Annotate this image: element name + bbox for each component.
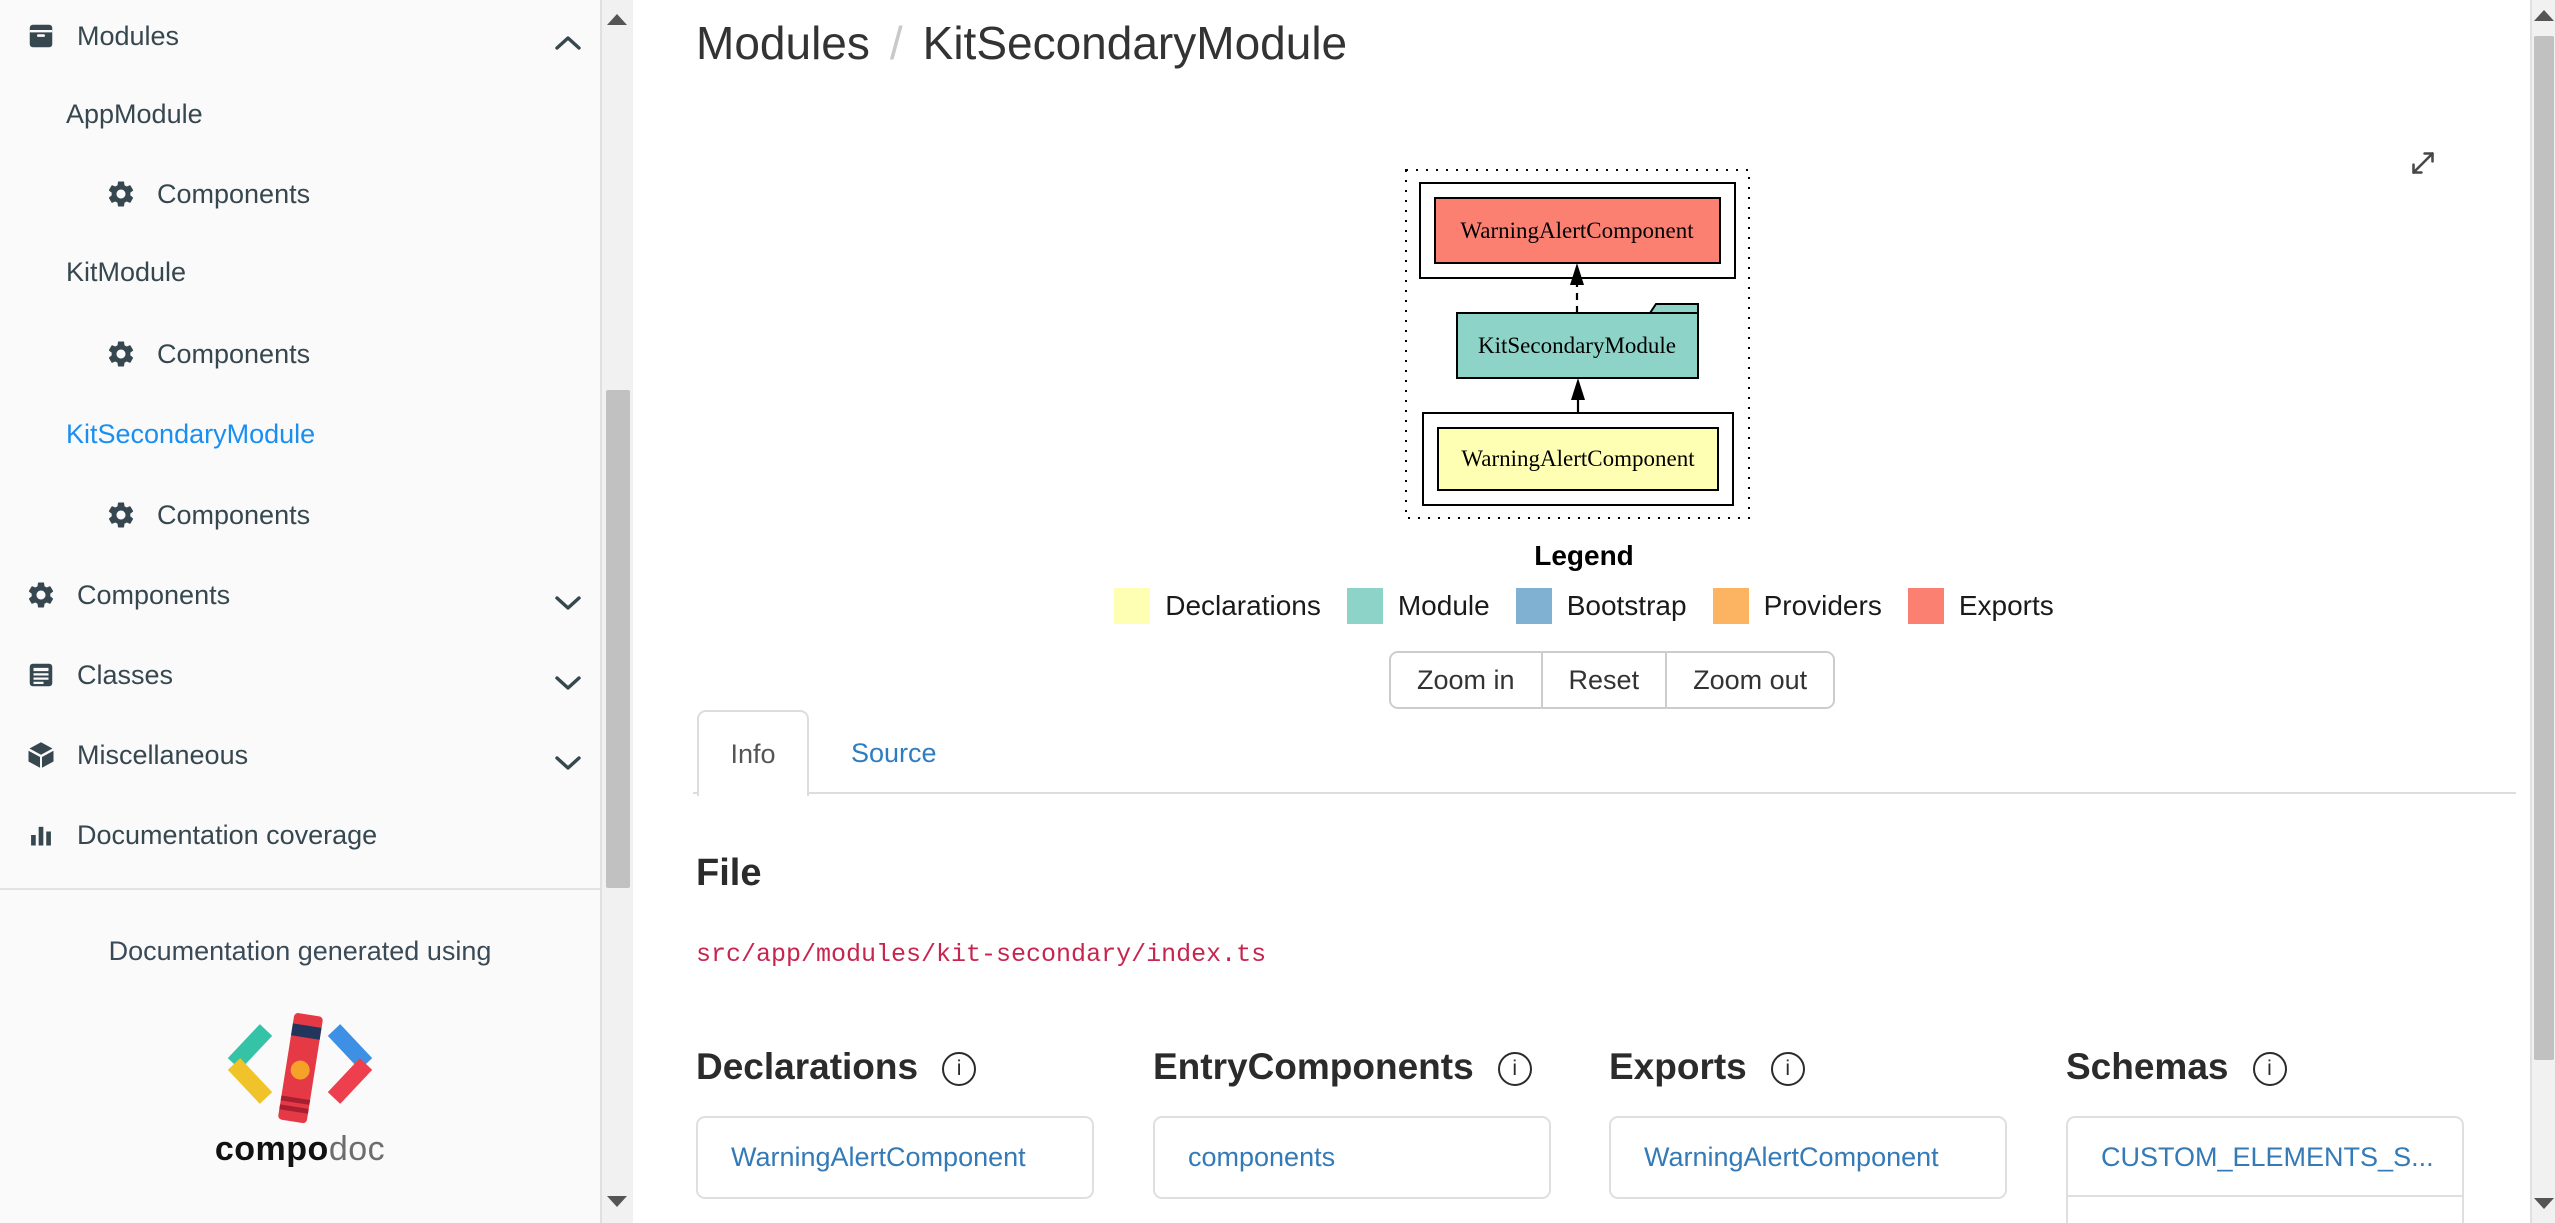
- gear-icon: [105, 179, 137, 209]
- module-swatch: [1346, 588, 1383, 624]
- module-node-tab: [1648, 303, 1699, 314]
- cube-icon: [25, 740, 57, 770]
- gear-icon: [105, 500, 137, 530]
- declarations-link[interactable]: WarningAlertComponent: [731, 1142, 1026, 1172]
- legend-item-module: Module: [1346, 588, 1490, 624]
- tab-info[interactable]: Info: [697, 710, 809, 796]
- breadcrumb: Modules / KitSecondaryModule: [696, 16, 1347, 70]
- info-icon[interactable]: i: [1497, 1051, 1532, 1086]
- reset-button[interactable]: Reset: [1542, 653, 1668, 707]
- sidebar-scrollbar-thumb[interactable]: [606, 390, 630, 888]
- legend-item-bootstrap: Bootstrap: [1515, 588, 1687, 624]
- chevron-up-icon[interactable]: [553, 28, 583, 59]
- sidebar-item-label: Components: [157, 499, 311, 530]
- info-icon[interactable]: i: [942, 1051, 977, 1086]
- exports-box: WarningAlertComponent: [1609, 1116, 2007, 1199]
- exports-link[interactable]: WarningAlertComponent: [1644, 1142, 1939, 1172]
- sidebar: Modules AppModule Components KitModule: [0, 0, 661, 1223]
- entrycomponents-box: components: [1153, 1116, 1551, 1199]
- chevron-down-icon[interactable]: [553, 587, 583, 618]
- declarations-swatch: [1114, 588, 1151, 624]
- entrycomponents-heading: EntryComponents i: [1153, 1046, 1532, 1088]
- gear-icon: [25, 580, 57, 610]
- exports-swatch: [1907, 588, 1944, 624]
- module-node: [1456, 312, 1699, 379]
- info-icon[interactable]: i: [1770, 1051, 1805, 1086]
- scroll-up-arrow[interactable]: [2534, 10, 2554, 21]
- sidebar-item-appmodule[interactable]: AppModule: [66, 88, 666, 140]
- tab-bottom-border: [693, 792, 2516, 794]
- sidebar-item-label: AppModule: [66, 98, 203, 129]
- declarations-heading: Declarations i: [696, 1046, 977, 1088]
- main-content: Modules / KitSecondaryModule WarningAlertC…: [633, 0, 2530, 1223]
- classes-icon: [25, 660, 57, 690]
- expand-diagram-icon[interactable]: [2404, 144, 2444, 184]
- legend-title: Legend: [1534, 540, 1634, 571]
- sidebar-item-miscellaneous[interactable]: Miscellaneous: [25, 729, 625, 781]
- providers-swatch: [1712, 588, 1749, 624]
- schemas-link[interactable]: CUSTOM_ELEMENTS_S...: [2068, 1118, 2462, 1197]
- module-node-label: KitSecondaryModule: [1478, 333, 1676, 358]
- sidebar-item-modules[interactable]: Modules: [25, 10, 625, 62]
- file-path: src/app/modules/kit-secondary/index.ts: [696, 940, 1267, 969]
- sidebar-item-classes[interactable]: Classes: [25, 649, 625, 701]
- scroll-up-arrow[interactable]: [607, 14, 627, 25]
- legend-item-exports: Exports: [1907, 588, 2054, 624]
- compodoc-wordmark: compodoc: [214, 1130, 386, 1168]
- window-scrollbar[interactable]: [2530, 0, 2555, 1223]
- sidebar-item-label: Components: [157, 178, 311, 209]
- sidebar-item-label: KitSecondaryModule: [66, 418, 316, 449]
- legend-item-declarations: Declarations: [1114, 588, 1321, 624]
- bootstrap-swatch: [1515, 588, 1552, 624]
- legend: Declarations Module Bootstrap Providers …: [1084, 588, 2084, 624]
- sidebar-item-label: Components: [157, 338, 311, 369]
- sidebar-item-components[interactable]: Components: [25, 569, 625, 621]
- sidebar-item-label: Documentation coverage: [77, 819, 378, 850]
- module-dependency-graph[interactable]: WarningAlertComponent KitSecondaryModule…: [1405, 169, 1750, 524]
- file-heading: File: [696, 852, 762, 894]
- breadcrumb-separator: /: [889, 17, 903, 69]
- graph-zoom-controls: Zoom in Reset Zoom out: [1389, 651, 1836, 709]
- graph-cluster-border: [1405, 169, 1750, 519]
- legend-item-providers: Providers: [1712, 588, 1882, 624]
- chevron-down-icon[interactable]: [553, 667, 583, 698]
- sidebar-item-label: KitModule: [66, 256, 187, 287]
- sidebar-item-label: Modules: [77, 20, 180, 51]
- breadcrumb-page: KitSecondaryModule: [922, 17, 1348, 69]
- window-scrollbar-thumb[interactable]: [2534, 36, 2554, 1060]
- sidebar-item-components-appmodule[interactable]: Components: [105, 168, 705, 220]
- tab-source[interactable]: Source: [851, 737, 937, 768]
- sidebar-item-documentation-coverage[interactable]: Documentation coverage: [25, 809, 625, 861]
- sidebar-scrollbar[interactable]: [600, 0, 633, 1223]
- scroll-down-arrow[interactable]: [607, 1196, 627, 1207]
- sidebar-item-kitmodule[interactable]: KitModule: [66, 246, 666, 298]
- declarations-node: [1437, 427, 1719, 491]
- info-icon[interactable]: i: [2252, 1051, 2287, 1086]
- chevron-down-icon[interactable]: [553, 747, 583, 778]
- sidebar-item-label: Miscellaneous: [77, 739, 249, 770]
- sidebar-footer-divider: [0, 888, 600, 890]
- bar-chart-icon: [25, 821, 57, 849]
- modules-icon: [25, 21, 57, 51]
- zoom-in-button[interactable]: Zoom in: [1391, 653, 1543, 707]
- generated-using-text: Documentation generated using: [108, 936, 492, 966]
- zoom-out-button[interactable]: Zoom out: [1667, 653, 1834, 707]
- schemas-box: CUSTOM_ELEMENTS_S...: [2066, 1116, 2464, 1223]
- declarations-node-label: WarningAlertComponent: [1461, 446, 1695, 471]
- entrycomponents-link[interactable]: components: [1188, 1142, 1336, 1172]
- sidebar-item-label: Components: [77, 579, 231, 610]
- exports-heading: Exports i: [1609, 1046, 1805, 1088]
- sidebar-item-label: Classes: [77, 659, 174, 690]
- gear-icon: [105, 339, 137, 369]
- scroll-down-arrow[interactable]: [2534, 1198, 2554, 1209]
- breadcrumb-section[interactable]: Modules: [696, 17, 870, 69]
- schemas-heading: Schemas i: [2066, 1046, 2287, 1088]
- sidebar-item-kitsecondarymodule[interactable]: KitSecondaryModule: [66, 408, 666, 460]
- compodoc-logo: [220, 1008, 380, 1128]
- declarations-box: WarningAlertComponent: [696, 1116, 1094, 1199]
- exports-node: [1434, 197, 1721, 264]
- exports-node-label: WarningAlertComponent: [1460, 218, 1694, 243]
